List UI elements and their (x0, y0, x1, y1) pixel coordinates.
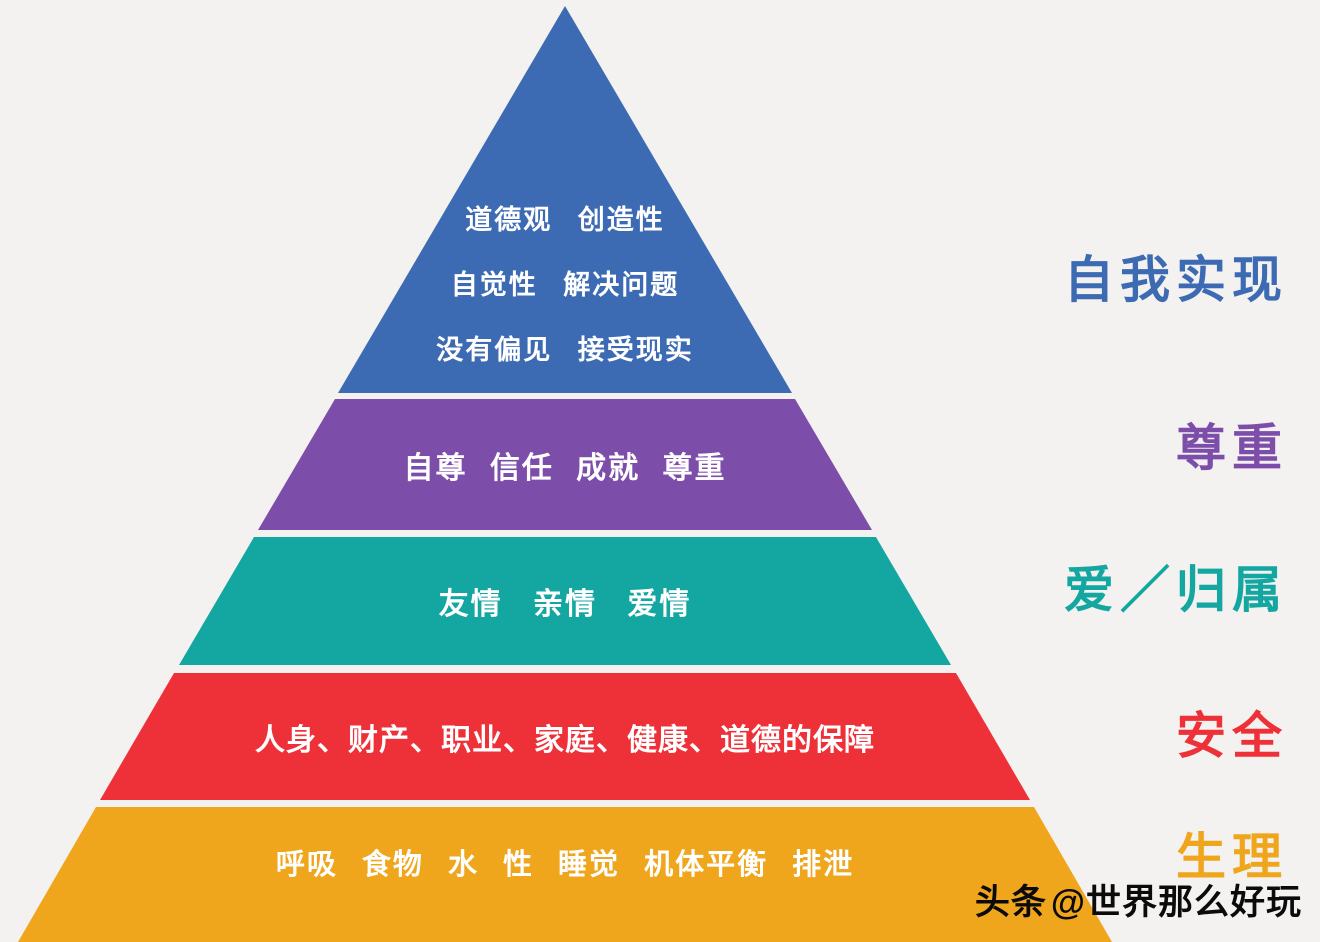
watermark-handle: @世界那么好玩 (1050, 883, 1302, 922)
side-label-esteem: 尊重 (1176, 420, 1288, 476)
pyramid-level-esteem: 自尊 信任 成就 尊重 (258, 399, 872, 530)
level-text-line: 道德观 创造性 (465, 205, 665, 235)
side-label-love-belonging: 爱／归属 (1064, 562, 1288, 618)
side-label-physiological: 生理 (1176, 829, 1288, 885)
level-text-line: 自觉性 解决问题 (450, 270, 680, 300)
pyramid-level-physiological: 呼吸 食物 水 性 睡觉 机体平衡 排泄 (18, 807, 1112, 942)
pyramid-level-self-actualization: 道德观 创造性 自觉性 解决问题 没有偏见 接受现实 (338, 6, 792, 393)
level-text-block: 道德观 创造性 自觉性 解决问题 没有偏见 接受现实 (338, 198, 792, 367)
watermark: 头条@世界那么好玩 (975, 874, 1302, 925)
side-label-safety: 安全 (1176, 708, 1288, 764)
watermark-brand: 头条 (974, 883, 1047, 922)
side-label-self-actualization: 自我实现 (1064, 252, 1288, 308)
pyramid-level-safety: 人身、财产、职业、家庭、健康、道德的保障 (100, 673, 1030, 800)
level-text-line: 人身、财产、职业、家庭、健康、道德的保障 (255, 723, 875, 757)
level-text-line: 呼吸 食物 水 性 睡觉 机体平衡 排泄 (275, 848, 855, 881)
pyramid-level-love-belonging: 友情 亲情 爱情 (179, 537, 951, 665)
level-text-line: 友情 亲情 爱情 (438, 588, 692, 621)
level-text-line: 没有偏见 接受现实 (436, 335, 694, 365)
level-text-line: 自尊 信任 成就 尊重 (403, 451, 727, 485)
